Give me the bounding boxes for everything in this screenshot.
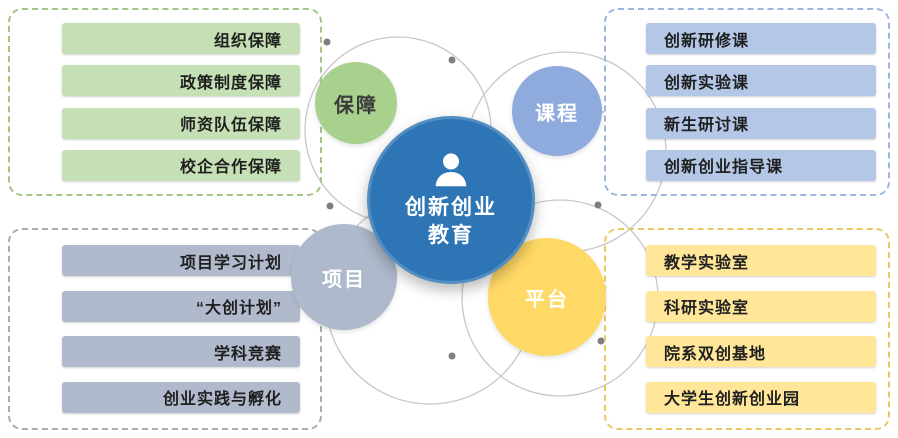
guarantee-item: 师资队伍保障 bbox=[62, 107, 300, 139]
platform-item: 大学生创新创业园 bbox=[646, 381, 876, 413]
person-icon bbox=[435, 153, 467, 186]
project-item: 创业实践与孵化 bbox=[62, 381, 300, 413]
course-item: 创新创业指导课 bbox=[646, 149, 876, 181]
course-item: 新生研讨课 bbox=[646, 107, 876, 139]
guarantee-item: 政策制度保障 bbox=[62, 65, 300, 97]
project-item: 学科竞赛 bbox=[62, 336, 300, 368]
platform-item: 院系双创基地 bbox=[646, 336, 876, 368]
project-item: “大创计划” bbox=[62, 290, 300, 322]
center-title-line2: 教育 bbox=[428, 224, 474, 247]
course-item: 创新实验课 bbox=[646, 65, 876, 97]
node-course: 课程 bbox=[512, 66, 602, 156]
guarantee-item: 组织保障 bbox=[62, 23, 300, 54]
center-node: 创新创业 教育 bbox=[367, 116, 535, 284]
node-course-label: 课程 bbox=[535, 102, 579, 125]
platform-item: 教学实验室 bbox=[646, 245, 876, 276]
course-panel: 创新研修课 创新实验课 新生研讨课 创新创业指导课 bbox=[604, 8, 890, 196]
node-guarantee: 保障 bbox=[315, 62, 397, 144]
guarantee-panel: 组织保障 政策制度保障 师资队伍保障 校企合作保障 bbox=[8, 8, 322, 196]
node-platform-label: 平台 bbox=[525, 288, 569, 311]
project-item: 项目学习计划 bbox=[62, 245, 300, 276]
platform-item: 科研实验室 bbox=[646, 290, 876, 322]
guarantee-item: 校企合作保障 bbox=[62, 149, 300, 181]
project-panel: 项目学习计划 “大创计划” 学科竞赛 创业实践与孵化 bbox=[8, 228, 322, 430]
node-guarantee-label: 保障 bbox=[334, 94, 378, 117]
node-project-label: 项目 bbox=[322, 268, 366, 291]
center-title-line1: 创新创业 bbox=[405, 195, 497, 219]
course-item: 创新研修课 bbox=[646, 23, 876, 54]
platform-panel: 教学实验室 科研实验室 院系双创基地 大学生创新创业园 bbox=[604, 228, 890, 430]
